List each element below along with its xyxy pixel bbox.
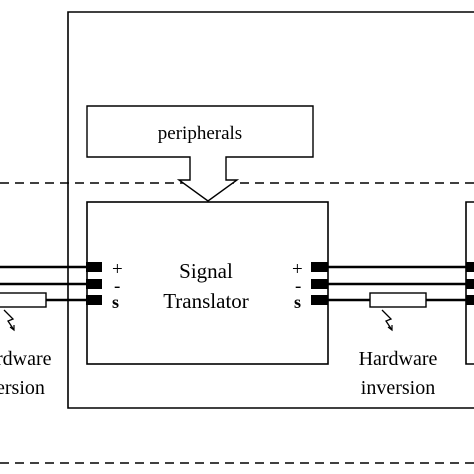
translator-label-line1: Signal xyxy=(179,259,233,283)
left-terminal-s xyxy=(86,295,102,305)
right-port-s-label: s xyxy=(294,292,301,312)
right-inversion-lightning-icon xyxy=(381,309,393,331)
left-port-plus-label: + xyxy=(112,259,123,280)
right-terminal-minus xyxy=(311,279,328,289)
outer-enclosure xyxy=(67,11,474,409)
right-hw-label-line2: inversion xyxy=(361,377,435,399)
peripherals-label: peripherals xyxy=(158,123,242,144)
right-terminal-plus xyxy=(311,262,328,272)
right-port-plus-label: + xyxy=(292,259,303,280)
left-port-minus-label: - xyxy=(114,276,120,297)
left-inversion-resistor xyxy=(0,292,47,308)
right-hw-label-line1: Hardware xyxy=(359,348,438,370)
left-hw-label-line2: ersion xyxy=(0,377,45,399)
left-terminal-plus xyxy=(86,262,102,272)
device-terminal-s xyxy=(466,295,474,305)
right-inversion-resistor xyxy=(369,292,427,308)
left-inversion-lightning-icon xyxy=(3,309,15,331)
left-terminal-minus xyxy=(86,279,102,289)
right-inversion-arrowhead xyxy=(387,325,393,332)
translator-label-line2: Translator xyxy=(163,289,249,313)
left-hw-label-line1: rdware xyxy=(0,348,52,370)
right-port-minus-label: - xyxy=(295,276,301,297)
left-port-s-label: s xyxy=(112,292,119,312)
peripherals-box xyxy=(86,105,314,202)
left-inversion-arrowhead xyxy=(9,325,15,332)
right-terminal-s xyxy=(311,295,328,305)
device-terminal-minus xyxy=(466,279,474,289)
signal-translator-box xyxy=(86,201,329,365)
device-terminal-plus xyxy=(466,262,474,272)
